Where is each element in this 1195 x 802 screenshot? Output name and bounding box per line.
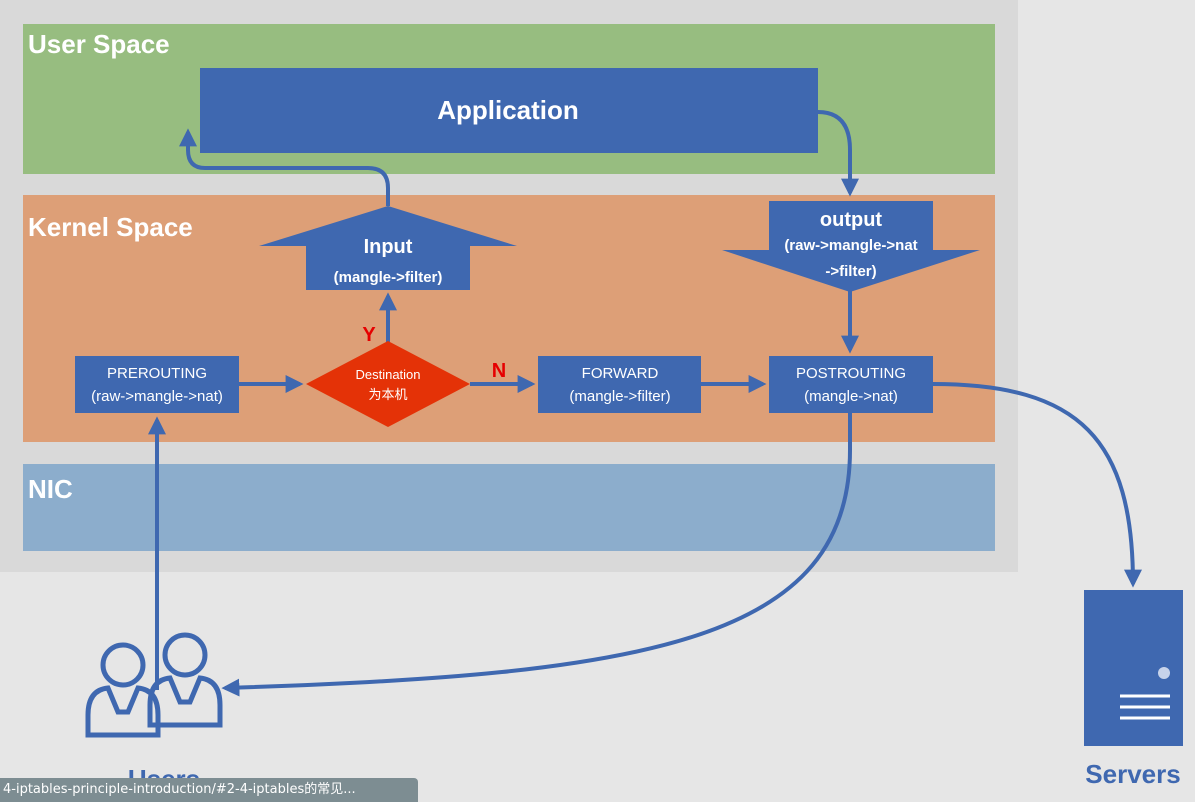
application-label: Application	[437, 95, 579, 125]
input-title: Input	[364, 236, 413, 258]
application-node	[200, 68, 818, 153]
postrouting-title: POSTROUTING	[796, 365, 906, 382]
decision-title: Destination	[355, 367, 420, 382]
input-to-application-line	[179, 128, 390, 206]
output-title: output	[820, 209, 883, 231]
prerouting-node	[75, 356, 239, 413]
yes-branch-label: Y	[362, 324, 376, 346]
application-to-output-line	[817, 110, 859, 197]
postrouting-to-servers-line	[932, 382, 1142, 588]
postrouting-node	[769, 356, 933, 413]
input-subtitle: (mangle->filter)	[334, 269, 443, 286]
output-subtitle-1: (raw->mangle->nat	[784, 237, 917, 254]
status-bar-url: 4-iptables-principle-introduction/#2-4-i…	[0, 778, 418, 802]
prerouting-title: PREROUTING	[107, 365, 207, 382]
forward-subtitle: (mangle->filter)	[569, 388, 670, 405]
no-branch-label: N	[492, 360, 506, 382]
postrouting-to-users-line	[221, 413, 852, 697]
input-node	[259, 206, 517, 290]
output-subtitle-2: ->filter)	[825, 263, 876, 280]
destination-decision-node	[306, 341, 470, 427]
decision-subtitle: 为本机	[368, 388, 407, 403]
forward-title: FORWARD	[582, 365, 659, 382]
forward-node	[538, 356, 701, 413]
servers-label: Servers	[1085, 759, 1180, 789]
kernel-space-label: Kernel Space	[28, 212, 193, 242]
postrouting-subtitle: (mangle->nat)	[804, 388, 898, 405]
user-space-label: User Space	[28, 29, 170, 59]
users-icon	[85, 632, 223, 738]
nic-label: NIC	[28, 474, 73, 504]
output-node	[722, 201, 980, 292]
server-icon	[1084, 590, 1183, 746]
prerouting-subtitle: (raw->mangle->nat)	[91, 388, 223, 405]
